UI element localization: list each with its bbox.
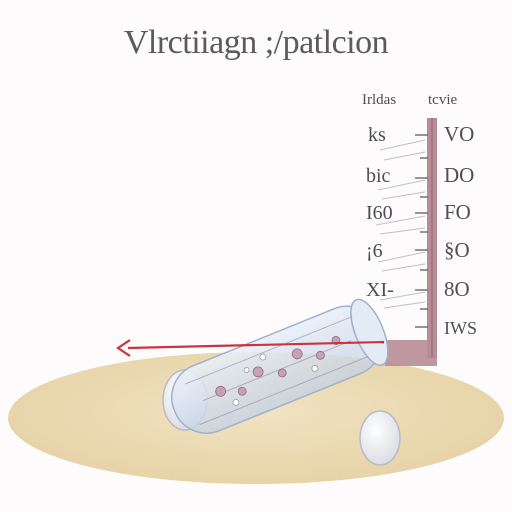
scale-row-right: §O bbox=[444, 238, 470, 262]
arrow-left-icon bbox=[116, 339, 385, 357]
scale-row-right: FO bbox=[444, 200, 471, 224]
scale-row-left: bic bbox=[366, 165, 391, 187]
scale-row-right: DO bbox=[444, 163, 474, 187]
test-tube-icon bbox=[171, 298, 389, 434]
scale-header-right: tcvie bbox=[428, 92, 457, 108]
scale-row-left: XI- bbox=[366, 279, 394, 301]
scale-row-left: ks bbox=[368, 124, 386, 146]
scale-header-left: Irldas bbox=[362, 92, 396, 108]
egg-icon bbox=[359, 410, 401, 466]
scale-row-left: ¡6 bbox=[366, 240, 383, 262]
scale-row-right: VO bbox=[444, 122, 474, 146]
scale-left-labels: ks bic I60 ¡6 XI- bbox=[366, 124, 394, 301]
scale-row-right: IWS bbox=[444, 318, 477, 338]
scale-row-left: I60 bbox=[366, 202, 393, 224]
page-title: Vlrctiiagn ;/patlcion bbox=[123, 24, 389, 61]
scale-right-labels: VO DO FO §O 8O IWS bbox=[444, 122, 477, 338]
scale-row-right: 8O bbox=[444, 277, 470, 301]
